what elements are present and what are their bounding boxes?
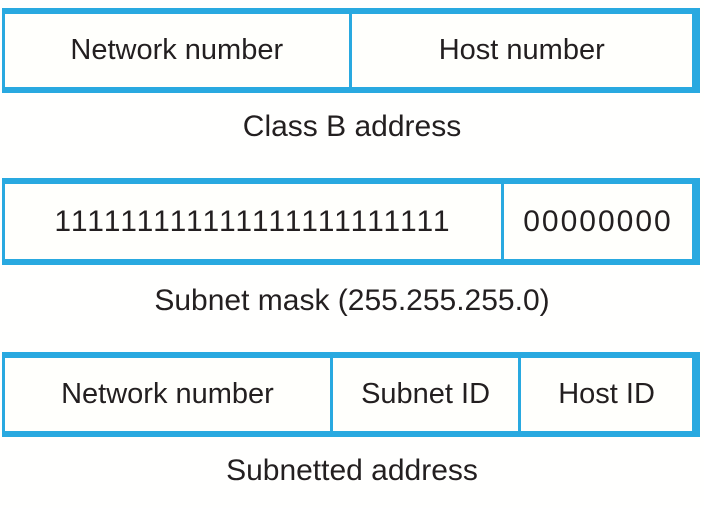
host-number-cell: Host number (348, 14, 693, 87)
subnet-mask-box: 111111111111111111111111 00000000 (2, 178, 700, 265)
class-b-address-caption: Class B address (242, 110, 462, 143)
subnetted-address-caption: Subnetted address (226, 454, 478, 487)
mask-ones-bits-cell: 111111111111111111111111 (54, 204, 452, 238)
host-id-cell: Host ID (518, 358, 692, 431)
subnet-mask-caption: Subnet mask (255.255.255.0) (154, 284, 550, 317)
subnetted-network-number-cell: Network number (61, 378, 274, 410)
mask-zero-bits-cell: 00000000 (501, 184, 692, 259)
network-number-cell: Network number (70, 34, 284, 66)
class-b-address-box: Network number Host number (2, 8, 700, 93)
subnet-id-cell: Subnet ID (329, 358, 518, 431)
subnetted-address-box: Network number Subnet ID Host ID (2, 352, 700, 437)
